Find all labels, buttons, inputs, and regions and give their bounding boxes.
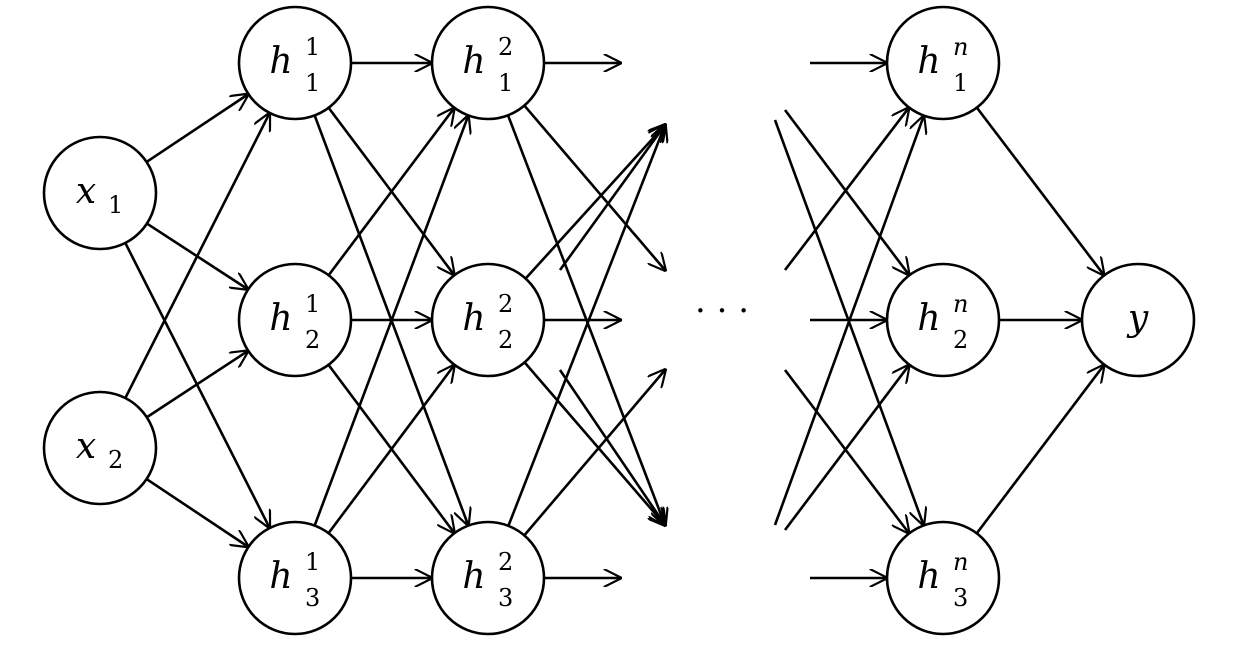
stub-in-h2n-1 bbox=[783, 366, 909, 531]
stub-out-h22-0 bbox=[524, 125, 665, 280]
label-superscript: 1 bbox=[305, 290, 320, 318]
label-superscript: n bbox=[953, 548, 968, 576]
stub-arrows-layer bbox=[506, 63, 923, 578]
stub-in-h2n-0 bbox=[783, 109, 909, 274]
node-label: h bbox=[917, 298, 940, 339]
label-base: h bbox=[269, 298, 292, 339]
label-base: h bbox=[917, 298, 940, 339]
stub-out-h22-1 bbox=[523, 361, 665, 525]
label-superscript: 2 bbox=[498, 548, 513, 576]
node-circle bbox=[430, 262, 546, 378]
node-circle bbox=[430, 5, 546, 121]
node-label: x bbox=[76, 171, 96, 212]
label-subscript: 1 bbox=[498, 69, 513, 97]
label-subscript: 2 bbox=[305, 326, 320, 354]
node-label: h bbox=[269, 298, 292, 339]
stub-out-h32-1 bbox=[523, 370, 665, 537]
edge-x2-h11 bbox=[124, 114, 269, 399]
label-subscript: 2 bbox=[498, 326, 513, 354]
label-superscript: 2 bbox=[498, 290, 513, 318]
ellipsis: · · · bbox=[695, 291, 749, 331]
node-circle bbox=[237, 262, 353, 378]
node-circle bbox=[42, 135, 158, 251]
node-y: y bbox=[1080, 262, 1196, 378]
node-circle bbox=[237, 5, 353, 121]
label-superscript: n bbox=[953, 33, 968, 61]
node-label: h bbox=[917, 41, 940, 82]
node-label: h bbox=[269, 41, 292, 82]
edge-x2-h21 bbox=[146, 351, 248, 419]
label-base: h bbox=[462, 556, 485, 597]
label-base: y bbox=[1126, 298, 1149, 339]
edge-h21-h12 bbox=[327, 109, 454, 277]
edge-x1-h11 bbox=[145, 95, 248, 164]
label-subscript: 2 bbox=[953, 326, 968, 354]
label-superscript: 1 bbox=[305, 33, 320, 61]
stub-in-h3n-0 bbox=[773, 119, 923, 524]
label-base: x bbox=[76, 426, 96, 467]
label-subscript: 3 bbox=[953, 584, 968, 612]
node-circle bbox=[1080, 262, 1196, 378]
label-subscript: 1 bbox=[305, 69, 320, 97]
label-subscript: 1 bbox=[953, 69, 968, 97]
edge-h3n-y bbox=[975, 365, 1104, 535]
node-label: h bbox=[269, 556, 292, 597]
stub-in-h3n-1 bbox=[783, 369, 909, 533]
stub-out-h12-0 bbox=[523, 104, 665, 270]
edge-x2-h31 bbox=[145, 477, 248, 546]
edges-layer bbox=[124, 63, 1104, 578]
edge-h31-h22 bbox=[327, 366, 454, 534]
node-circle bbox=[237, 520, 353, 636]
label-base: h bbox=[269, 556, 292, 597]
stub-out-extra-1 bbox=[558, 125, 665, 271]
node-label: y bbox=[1126, 298, 1149, 339]
node-circle bbox=[430, 520, 546, 636]
label-superscript: 2 bbox=[498, 33, 513, 61]
label-base: x bbox=[76, 171, 96, 212]
label-superscript: 1 bbox=[305, 548, 320, 576]
label-base: h bbox=[462, 298, 485, 339]
label-subscript: 1 bbox=[108, 191, 123, 219]
node-circle bbox=[885, 520, 1001, 636]
label-superscript: n bbox=[953, 290, 968, 318]
node-label: h bbox=[462, 298, 485, 339]
node-circle bbox=[885, 5, 1001, 121]
node-circle bbox=[885, 262, 1001, 378]
label-base: h bbox=[462, 41, 485, 82]
label-base: h bbox=[917, 556, 940, 597]
edge-h31-h12 bbox=[313, 116, 468, 527]
label-subscript: 2 bbox=[108, 446, 123, 474]
stub-out-extra-2 bbox=[558, 369, 665, 525]
node-label: x bbox=[76, 426, 96, 467]
label-subscript: 3 bbox=[498, 584, 513, 612]
stub-out-h32-0 bbox=[507, 125, 665, 527]
node-label: h bbox=[462, 556, 485, 597]
label-subscript: 3 bbox=[305, 584, 320, 612]
node-label: h bbox=[462, 41, 485, 82]
stub-in-h1n-0 bbox=[783, 108, 908, 271]
label-base: h bbox=[269, 41, 292, 82]
node-label: h bbox=[917, 556, 940, 597]
node-circle bbox=[42, 390, 158, 506]
label-base: h bbox=[917, 41, 940, 82]
edge-h1n-y bbox=[975, 106, 1104, 275]
